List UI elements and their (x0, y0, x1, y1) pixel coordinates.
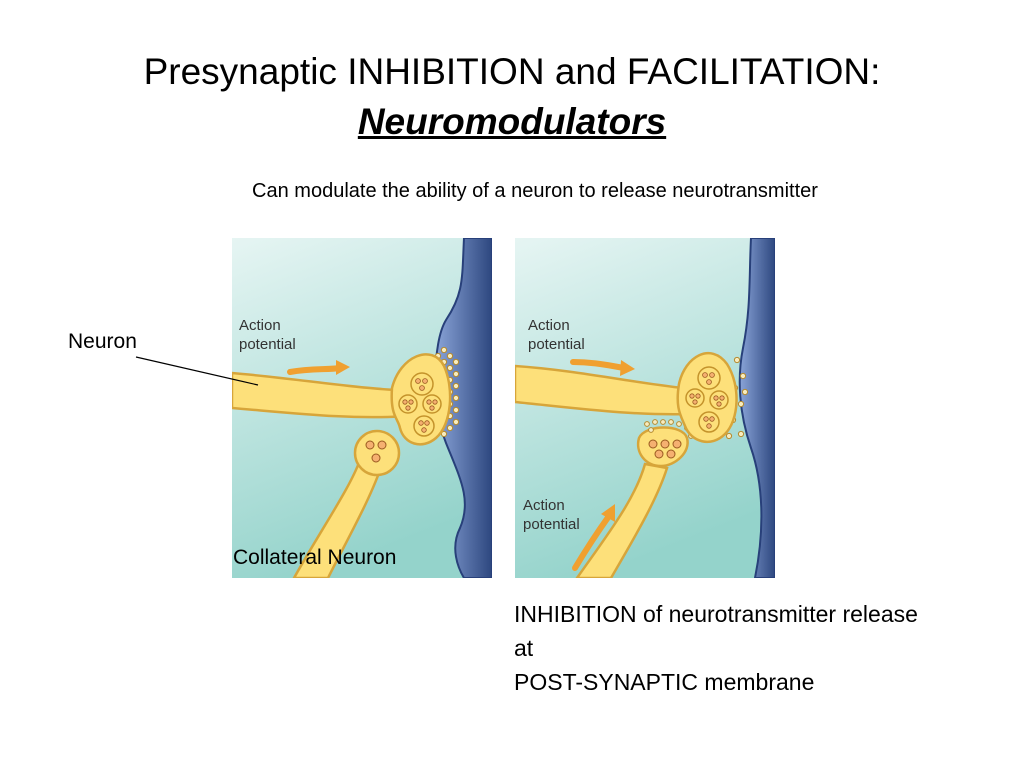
diagram-panel-left: Action potential (232, 238, 492, 578)
collateral-axon (575, 462, 669, 578)
postsynaptic-membrane (434, 238, 492, 578)
action-potential-top-label-line2: potential (528, 336, 585, 353)
slide-title: Presynaptic INHIBITION and FACILITATION: (143, 51, 881, 92)
caption: INHIBITION of neurotransmitter release a… (514, 597, 918, 699)
action-potential-bottom-label-line1: Action (523, 497, 565, 514)
caption-line2: at (514, 635, 534, 661)
collateral-terminal-vesicles (648, 439, 682, 459)
collateral-terminal (353, 429, 401, 477)
action-potential-label-line1: Action (239, 317, 281, 334)
action-potential-top-label-line1: Action (528, 317, 570, 334)
slide-subtitle: Neuromodulators (357, 101, 667, 142)
synaptic-vesicle-clusters (398, 372, 442, 437)
neuron-label: Neuron (68, 330, 137, 353)
caption-line1: INHIBITION of neurotransmitter release (514, 601, 918, 627)
slide-description: Can modulate the ability of a neuron to … (252, 180, 818, 202)
synaptic-vesicle-clusters (685, 366, 729, 433)
action-potential-arrow-bottom (572, 513, 612, 571)
action-potential-bottom-label-line2: potential (523, 516, 580, 533)
postsynaptic-membrane (738, 238, 775, 578)
action-potential-arrowhead-bottom (601, 504, 615, 522)
action-potential-arrowhead (336, 360, 350, 375)
action-potential-label-line2: potential (239, 336, 296, 353)
collateral-neuron-label: Collateral Neuron (233, 546, 397, 569)
axon-terminal (676, 352, 738, 444)
action-potential-arrow (287, 365, 343, 375)
action-potential-arrowhead-top (620, 360, 635, 376)
axon-terminal (390, 353, 452, 446)
caption-line3: POST-SYNAPTIC membrane (514, 669, 815, 695)
diagram-panel-right: Action potential Action potential (515, 238, 775, 578)
collateral-terminal-vesicles (365, 440, 387, 463)
